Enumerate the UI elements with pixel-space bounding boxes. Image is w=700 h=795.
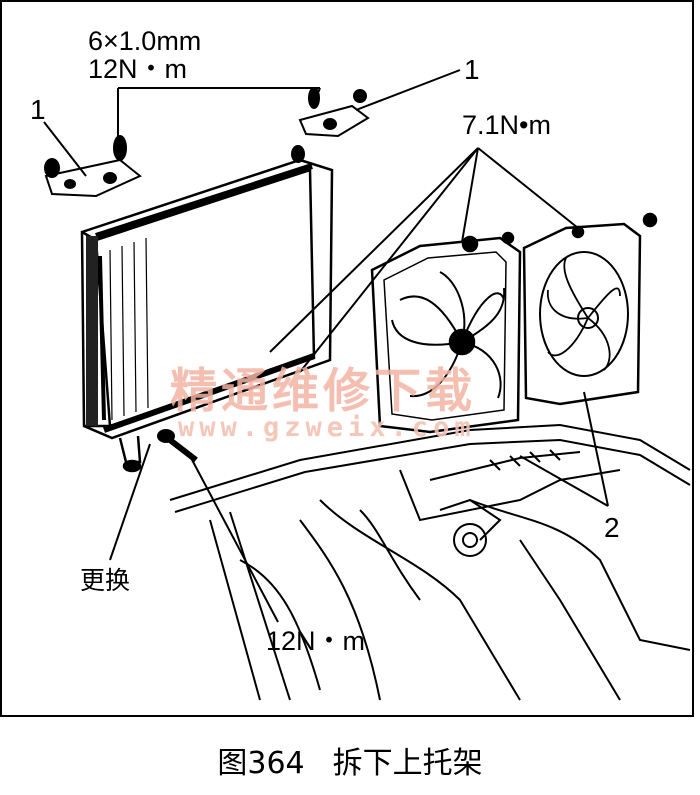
callout-2: 2 [604, 512, 620, 543]
engine-bay-structure [169, 423, 691, 701]
right-bracket [291, 87, 370, 163]
watermark-url: www.gzweix.com [178, 412, 476, 443]
watermark-text: 精通维修下载 [170, 364, 476, 419]
figure-title: 拆下上托架 [332, 746, 483, 781]
fan-shroud-1 [370, 231, 522, 434]
bracket-torque-label: 12N・m [88, 54, 188, 84]
lower-torque-label: 12N・m [266, 626, 366, 656]
lower-bolt [157, 429, 198, 463]
callout-1-left: 1 [30, 94, 46, 125]
leader-lines [43, 69, 609, 623]
figure-number: 图364 [217, 746, 305, 781]
bolt-spec-label: 6×1.0mm [88, 26, 202, 56]
figure-caption: 图364 拆下上托架 [0, 738, 700, 782]
left-bracket [44, 135, 142, 198]
replace-label: 更换 [80, 566, 131, 595]
callout-1-right: 1 [464, 54, 480, 85]
fan-torque-label: 7.1N•m [462, 110, 551, 140]
fan-shroud-2 [522, 212, 658, 406]
figure-frame [0, 0, 694, 717]
radiator [80, 158, 334, 473]
